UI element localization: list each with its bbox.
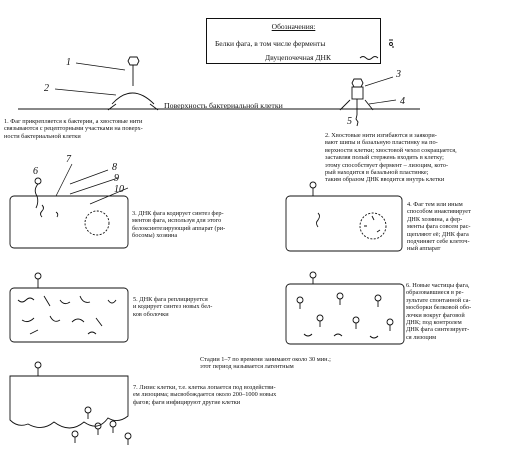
step-3-text: 3. ДНК фага кодирует синтез фер- ментов … bbox=[132, 210, 226, 240]
cell-3 bbox=[9, 177, 129, 249]
callout-number-1: 1 bbox=[66, 57, 71, 68]
callout-number-5: 5 bbox=[347, 116, 352, 127]
legend-dna-label: Двуцепочечная ДНК bbox=[265, 53, 331, 62]
cell-surface-label: Поверхность бактериальной клетки bbox=[164, 101, 283, 110]
callout-number-10: 10 bbox=[114, 184, 124, 195]
callout-number-7: 7 bbox=[66, 154, 71, 165]
phage-icon-stage-2 bbox=[339, 78, 374, 127]
step-4-text: 4. Фаг тем или иным способом инактивируе… bbox=[407, 201, 471, 253]
dna-legend-icon bbox=[359, 56, 379, 60]
cell-6 bbox=[285, 271, 405, 345]
callout-number-3: 3 bbox=[396, 69, 401, 80]
cell-5 bbox=[9, 272, 129, 343]
timing-note: Стадии 1–7 по времени занимают около 30 … bbox=[200, 356, 331, 371]
callout-number-4: 4 bbox=[400, 96, 405, 107]
protein-legend-icon bbox=[389, 39, 394, 48]
step-1-text: 1. Фаг прикрепляется к бактерии, а хвост… bbox=[4, 118, 143, 140]
step-6-text: 6. Новые частицы фага, образовавшиеся в … bbox=[406, 282, 472, 341]
legend: Обозначения: Белки фага, в том числе фер… bbox=[206, 18, 381, 64]
step-7-text: 7. Лизис клетки, т.е. клетка лопается по… bbox=[133, 384, 277, 406]
cell-4 bbox=[285, 181, 403, 252]
phage-icon-stage-1 bbox=[107, 56, 159, 111]
cell-7-lysing bbox=[9, 361, 132, 445]
step-5-text: 5. ДНК фага реплицируется и кодирует син… bbox=[133, 296, 213, 318]
legend-protein-label: Белки фага, в том числе ферменты bbox=[215, 39, 326, 48]
callout-number-2: 2 bbox=[44, 83, 49, 94]
step-2-text: 2. Хвостовые нити изгибаются и заякори- … bbox=[325, 132, 457, 184]
callout-number-9: 9 bbox=[114, 173, 119, 184]
callout-number-8: 8 bbox=[112, 162, 117, 173]
legend-title: Обозначения: bbox=[271, 22, 316, 31]
callout-number-6: 6 bbox=[33, 166, 38, 177]
